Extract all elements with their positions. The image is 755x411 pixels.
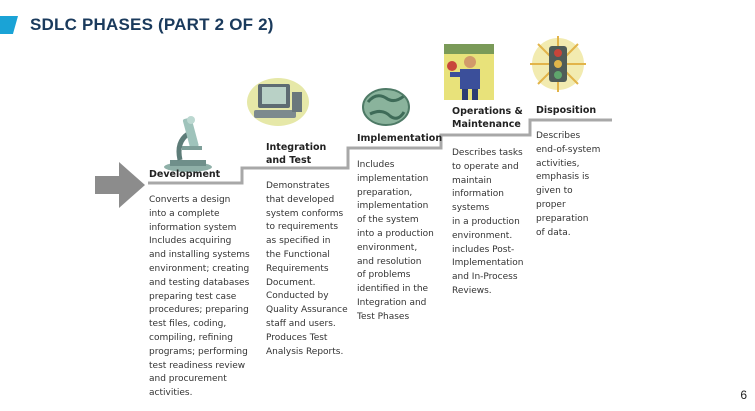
- title-accent: [0, 16, 18, 34]
- traffic-light-icon: [530, 36, 586, 92]
- phase-description-operations: Describes tasks to operate and maintain …: [452, 148, 524, 296]
- page-title: SDLC PHASES (PART 2 OF 2): [30, 15, 274, 34]
- phase-description-disposition: Describes end-of-system activities, emph…: [536, 131, 601, 238]
- phase-description-integration: Demonstrates that developed system confo…: [266, 181, 348, 357]
- phase-title-operations: Operations & Maintenance: [452, 106, 523, 130]
- page-number: 6: [740, 388, 747, 402]
- arrow-icon: [95, 162, 145, 208]
- phase-title-disposition: Disposition: [536, 105, 597, 116]
- worker-icon: [444, 44, 494, 100]
- phase-description-implementation: Includes implementation preparation, imp…: [357, 160, 434, 322]
- microscope-icon: [164, 116, 212, 172]
- phase-title-integration: Integration and Test: [266, 142, 327, 166]
- globe-icon: [362, 88, 410, 126]
- phase-title-development: Development: [149, 169, 221, 180]
- phase-title-implementation: Implementation: [357, 133, 443, 144]
- phase-description-development: Converts a design into a complete inform…: [149, 195, 250, 399]
- computer-icon: [247, 78, 309, 126]
